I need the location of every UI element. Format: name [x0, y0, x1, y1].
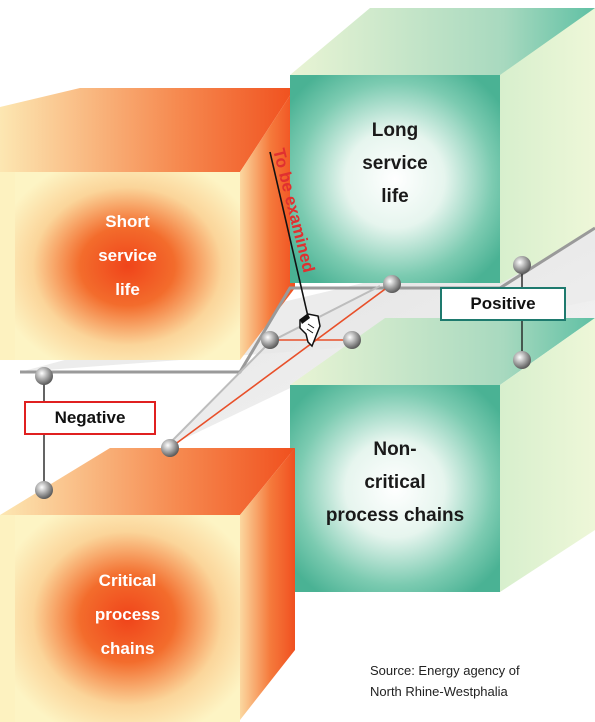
ball-mid-right [343, 331, 361, 349]
long-service-life-cube-front [290, 75, 500, 283]
examine-pointer-line [269, 151, 313, 335]
short-service-life-cube-side [240, 88, 295, 360]
source-line-2: North Rhine-Westphalia [370, 684, 508, 699]
non-critical-line-2: critical [364, 472, 426, 493]
non-critical-cube-side [500, 318, 595, 592]
short-service-life-line-2: service [98, 246, 157, 265]
slab-edge-upper [20, 226, 595, 374]
long-service-life-cube-top [290, 8, 595, 75]
long-service-life-line-2: service [362, 153, 428, 174]
source-line-1: Source: Energy agency of [370, 663, 520, 678]
critical-cube-front [15, 515, 240, 722]
critical-process-chains-label: Critical process chains [40, 564, 215, 666]
source-note: Source: Energy agency of North Rhine-Wes… [370, 660, 590, 702]
critical-line-1: Critical [98, 571, 157, 590]
hand-pointer-icon [299, 313, 321, 348]
short-service-life-cube-left-strip [0, 172, 15, 360]
long-service-life-line-3: life [381, 186, 409, 207]
positive-tag: Positive [440, 287, 566, 321]
long-service-life-line-1: Long [371, 120, 419, 141]
short-service-life-cube-top [0, 88, 295, 172]
negative-tag: Negative [24, 401, 156, 435]
critical-cube-top [0, 448, 295, 515]
short-service-life-line-3: life [115, 280, 140, 299]
long-service-life-label: Long service life [300, 114, 490, 213]
critical-line-3: chains [100, 639, 155, 658]
non-critical-process-chains-label: Non- critical process chains [290, 433, 500, 532]
short-service-life-line-1: Short [105, 212, 150, 231]
connector-line-diagonal [169, 283, 393, 449]
ball-positive-top [513, 256, 531, 274]
long-service-life-cube-side [500, 8, 595, 284]
critical-line-2: process [94, 605, 161, 624]
short-service-life-label: Short service life [40, 205, 215, 307]
ball-upper-mid [383, 275, 401, 293]
ball-negative-top [35, 367, 53, 385]
non-critical-cube-front [290, 385, 500, 592]
ball-lower-left [161, 439, 179, 457]
ball-mid-left [261, 331, 279, 349]
non-critical-line-1: Non- [373, 439, 417, 460]
critical-cube-side [240, 448, 295, 720]
non-critical-line-3: process chains [325, 505, 465, 526]
critical-cube-left-strip [0, 515, 15, 722]
ball-positive-bottom [513, 351, 531, 369]
ball-negative-bottom [35, 481, 53, 499]
short-service-life-cube-front [15, 172, 240, 360]
